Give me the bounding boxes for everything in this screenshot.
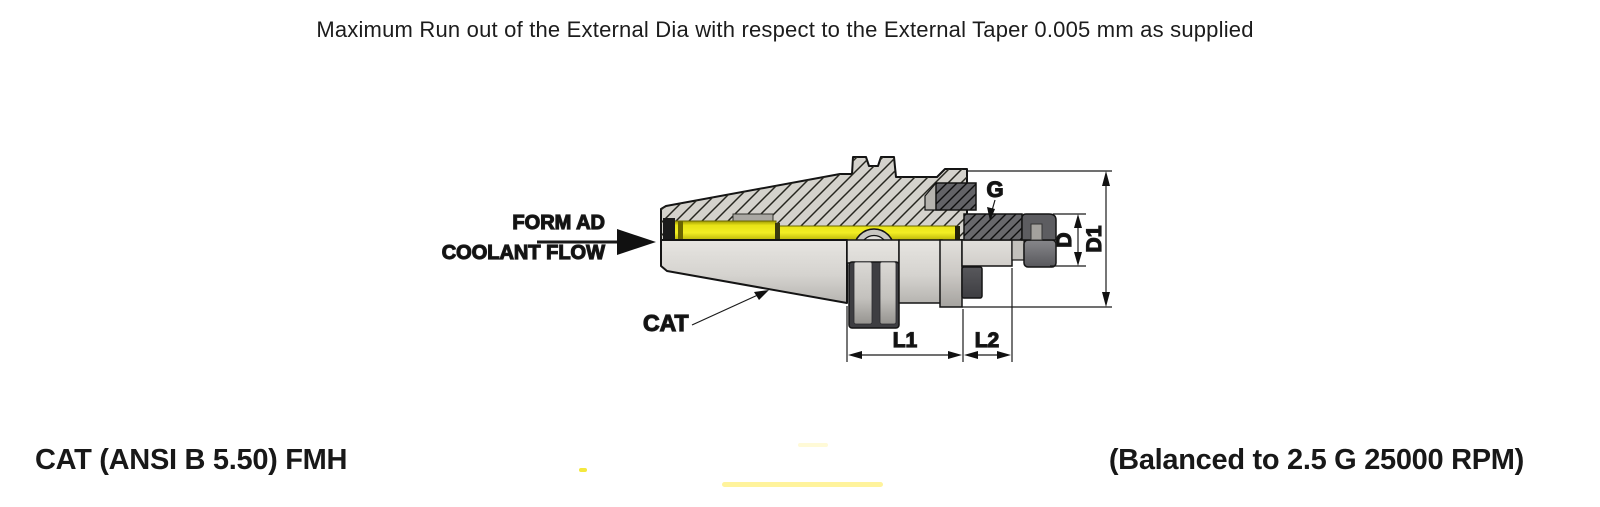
dimensions: FORM AD COOLANT FLOW CAT G L1 L2 D D1 [441, 170, 1112, 362]
lower-drive-key [961, 266, 983, 299]
label-g: G [986, 177, 1003, 202]
vflange-collar [848, 261, 900, 329]
face-ring [939, 239, 963, 308]
tool-body [660, 156, 1057, 329]
dim-d1 [962, 170, 1112, 308]
yellow-speck-artifact [579, 468, 587, 472]
yellow-streak-faint-artifact [798, 443, 828, 447]
label-d1: D1 [1083, 225, 1106, 252]
product-title: CAT (ANSI B 5.50) FMH [35, 444, 348, 476]
dim-l1 [846, 306, 964, 362]
body-lower [898, 239, 943, 304]
flange-neck [846, 239, 900, 264]
coolant-flow-arrow [537, 229, 656, 255]
drive-key [924, 181, 977, 211]
coolant-plug [663, 218, 675, 240]
dim-l2 [964, 268, 1013, 362]
runout-note: Maximum Run out of the External Dia with… [316, 17, 1254, 42]
leader-cat [691, 290, 769, 326]
label-form-ad: FORM AD [512, 212, 605, 234]
yellow-streak-artifact [722, 482, 883, 487]
label-cat: CAT [643, 310, 689, 336]
leader-g [987, 199, 996, 221]
arbor-section-upper [963, 213, 1057, 241]
taper-lower [660, 239, 848, 304]
label-d: D [1053, 232, 1076, 247]
label-l1: L1 [893, 329, 918, 352]
balance-spec: (Balanced to 2.5 G 25000 RPM) [1108, 444, 1524, 476]
screw-neck [1011, 239, 1025, 261]
clamp-screw-head-lower [1023, 239, 1057, 268]
label-coolant-flow: COOLANT FLOW [442, 242, 605, 264]
dim-d [1050, 213, 1086, 267]
label-l2: L2 [975, 329, 1000, 352]
pilot-spigot [961, 239, 1013, 267]
